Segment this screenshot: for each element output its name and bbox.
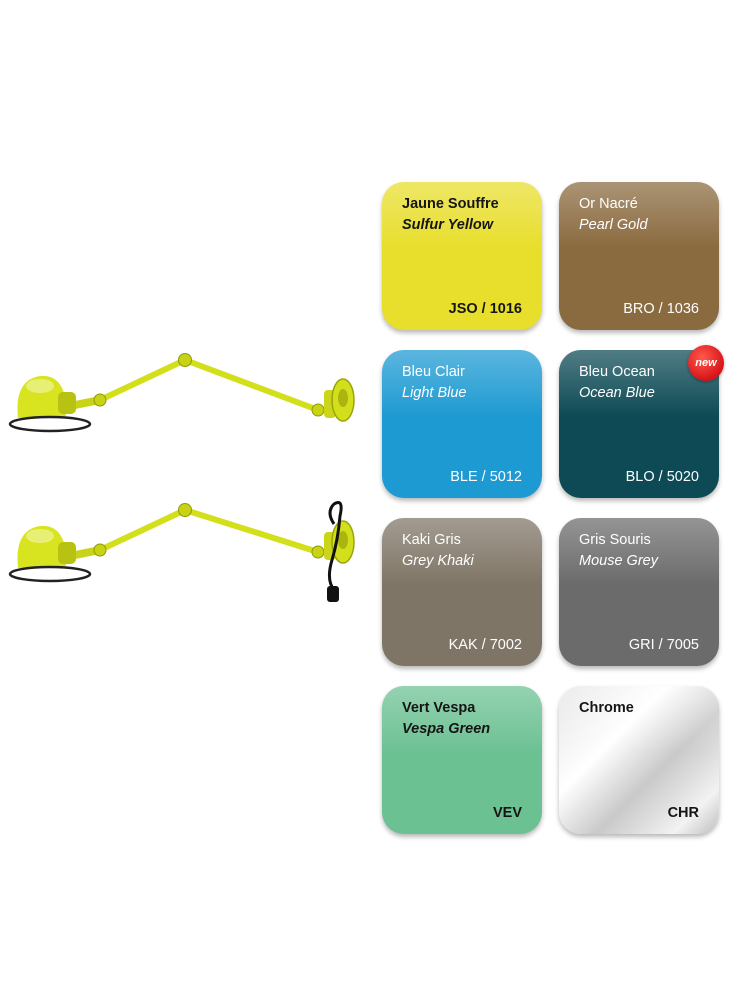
swatch-vespa-green[interactable]: Vert Vespa Vespa Green VEV bbox=[382, 686, 542, 834]
swatch-code: VEV bbox=[492, 805, 522, 821]
swatch-french-name: Bleu Ocean bbox=[579, 364, 655, 380]
swatch-english-name: Vespa Green bbox=[402, 721, 491, 737]
swatch-french-name: Gris Souris bbox=[579, 532, 651, 548]
swatch-english-name: Light Blue bbox=[402, 385, 467, 401]
swatch-mouse-grey[interactable]: Gris Souris Mouse Grey GRI / 7005 bbox=[559, 518, 719, 666]
swatch-english-name: Sulfur Yellow bbox=[402, 217, 494, 233]
swatch-code: BLE / 5012 bbox=[450, 469, 522, 485]
swatch-code: KAK / 7002 bbox=[448, 637, 522, 653]
swatch-code: BRO / 1036 bbox=[623, 301, 699, 317]
swatch-code: GRI / 7005 bbox=[628, 637, 699, 653]
swatch-english-name: Pearl Gold bbox=[579, 217, 648, 233]
swatch-french-name: Kaki Gris bbox=[402, 532, 461, 548]
swatch-french-name: Jaune Souffre bbox=[402, 196, 499, 212]
swatch-code: JSO / 1016 bbox=[448, 301, 522, 317]
swatch-code: BLO / 5020 bbox=[625, 469, 699, 485]
swatch-light-blue[interactable]: Bleu Clair Light Blue BLE / 5012 bbox=[382, 350, 542, 498]
wall-lamp-icon bbox=[8, 353, 355, 433]
swatch-english-name: Grey Khaki bbox=[402, 553, 474, 569]
swatch-grey-khaki[interactable]: Kaki Gris Grey Khaki KAK / 7002 bbox=[382, 518, 542, 666]
swatch-french-name: Or Nacré bbox=[579, 196, 638, 212]
wall-lamp-with-plug-icon bbox=[8, 501, 355, 602]
swatch-pearl-gold[interactable]: Or Nacré Pearl Gold BRO / 1036 bbox=[559, 182, 719, 330]
swatch-french-name: Chrome bbox=[579, 700, 634, 716]
swatch-code: CHR bbox=[667, 805, 699, 821]
lamp-illustrations bbox=[0, 330, 370, 620]
swatch-french-name: Bleu Clair bbox=[402, 364, 465, 380]
swatch-chrome[interactable]: Chrome CHR bbox=[559, 686, 719, 834]
swatch-english-name: Mouse Grey bbox=[579, 553, 658, 569]
swatch-sulfur-yellow[interactable]: Jaune Souffre Sulfur Yellow JSO / 1016 bbox=[382, 182, 542, 330]
swatch-english-name: Ocean Blue bbox=[579, 385, 655, 401]
new-badge: new bbox=[688, 345, 724, 381]
swatch-french-name: Vert Vespa bbox=[402, 700, 476, 716]
